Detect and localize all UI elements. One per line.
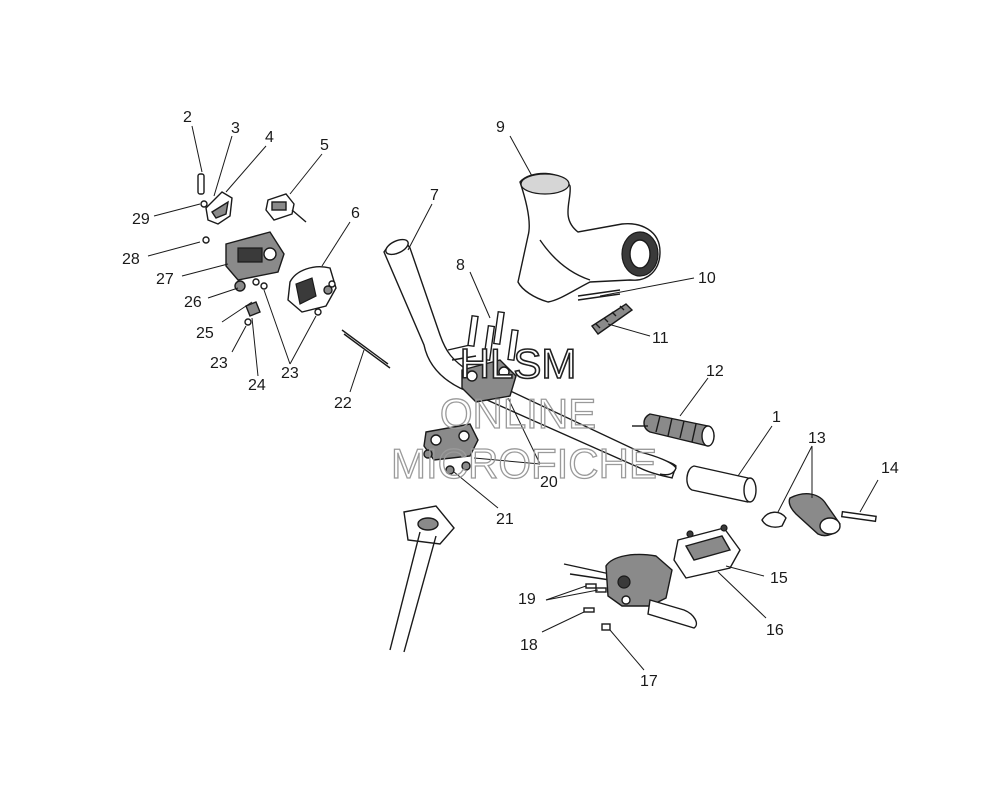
clamp-bolts — [467, 310, 519, 362]
brake-master-cylinder — [563, 553, 698, 629]
callout-20: 20 — [540, 474, 558, 491]
watermark-line-2: ONLINE — [440, 390, 596, 437]
callout-14: 14 — [881, 460, 899, 477]
callout-11: 11 — [652, 330, 669, 347]
grip-sleeve — [686, 465, 757, 503]
master-cylinder-screws — [583, 583, 611, 631]
callout-25: 25 — [196, 325, 214, 342]
callout-28: 28 — [122, 251, 140, 268]
callout-6: 6 — [351, 205, 360, 222]
callout-19: 19 — [518, 591, 536, 608]
right-grip — [632, 413, 715, 447]
switch-connector — [265, 193, 307, 223]
callout-3: 3 — [231, 120, 240, 137]
watermark-line-3: MICROFICHE — [391, 440, 657, 487]
callout-21: 21 — [496, 511, 514, 528]
cable-tie — [590, 303, 634, 335]
bar-end — [761, 493, 841, 537]
callout-26: 26 — [184, 294, 202, 311]
callout-15: 15 — [770, 570, 788, 587]
callout-13: 13 — [808, 430, 826, 447]
watermark: HLSM ONLINE MICROFICHE — [390, 339, 657, 487]
callout-labels: 1 2 3 4 5 6 7 8 9 10 11 12 13 14 15 16 1… — [122, 109, 899, 690]
callout-22: 22 — [334, 395, 352, 412]
switch-small-parts — [200, 200, 336, 326]
callout-23b: 23 — [281, 365, 299, 382]
callout-9: 9 — [496, 119, 505, 136]
watermark-line-1: HLSM — [460, 340, 577, 387]
reservoir-cover — [673, 524, 741, 579]
callout-7: 7 — [430, 187, 439, 204]
callout-10: 10 — [698, 270, 716, 287]
callout-18: 18 — [520, 637, 538, 654]
callout-17: 17 — [640, 673, 658, 690]
handlebar-clamp-upper — [461, 359, 517, 403]
leader-lines — [147, 125, 879, 671]
handlebar-clamp-lower — [423, 423, 479, 461]
pad-strap — [577, 289, 621, 301]
steering-stem — [389, 505, 455, 653]
callout-23a: 23 — [210, 355, 228, 372]
handlebar-pad — [517, 172, 661, 303]
switch-button — [197, 173, 205, 195]
callout-24: 24 — [248, 377, 266, 394]
callout-1: 1 — [772, 409, 781, 426]
callout-8: 8 — [456, 257, 465, 274]
callout-4: 4 — [265, 129, 274, 146]
switch-cable — [341, 329, 391, 369]
callout-16: 16 — [766, 622, 784, 639]
switch-lever — [205, 191, 233, 225]
handlebar — [383, 238, 677, 479]
callout-27: 27 — [156, 271, 174, 288]
callout-29: 29 — [132, 211, 150, 228]
callout-12: 12 — [706, 363, 724, 380]
callout-5: 5 — [320, 137, 329, 154]
switch-housing-upper — [287, 266, 337, 313]
clamp-nuts — [423, 449, 471, 475]
switch-housing-lower — [225, 231, 285, 281]
callout-2: 2 — [183, 109, 192, 126]
bar-end-bolt — [840, 510, 877, 523]
